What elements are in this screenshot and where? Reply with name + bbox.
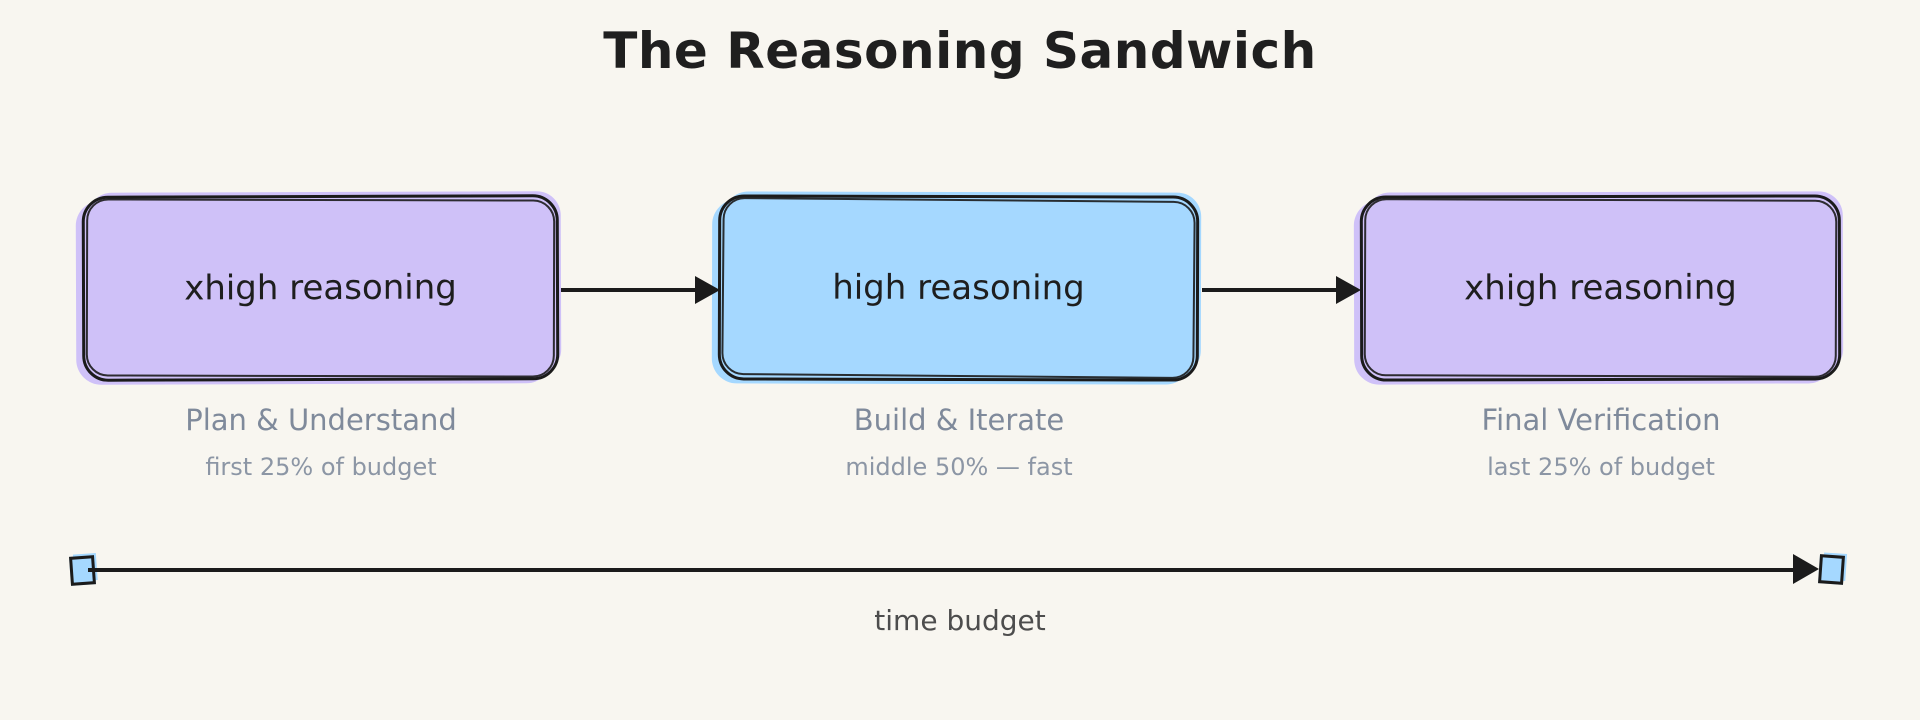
arrow-build-to-verify (1202, 276, 1361, 304)
arrow-plan-to-build (561, 276, 720, 304)
timeline-axis (88, 568, 1798, 572)
stage-subcaption-build: middle 50% — fast (845, 453, 1073, 481)
stage-box-verify-label: xhigh reasoning (1464, 267, 1737, 309)
stage-box-build: high reasoning (717, 194, 1200, 382)
stage-box-plan: xhigh reasoning (81, 194, 560, 382)
diagram-title: The Reasoning Sandwich (603, 22, 1317, 80)
timeline-label: time budget (874, 604, 1046, 637)
stage-box-verify: xhigh reasoning (1359, 194, 1842, 382)
timeline-arrowhead-icon (1793, 554, 1819, 584)
arrowhead-right-icon (1336, 276, 1361, 304)
timeline-end-square-icon (1818, 554, 1845, 585)
stage-box-build-label: high reasoning (832, 267, 1085, 309)
stage-caption-verify: Final Verification (1481, 403, 1721, 437)
stage-subcaption-verify: last 25% of budget (1487, 453, 1715, 481)
stage-caption-plan: Plan & Understand (185, 403, 457, 437)
stage-box-plan-label: xhigh reasoning (184, 267, 457, 309)
arrowhead-right-icon (695, 276, 720, 304)
stage-caption-build: Build & Iterate (853, 403, 1065, 437)
stage-subcaption-plan: first 25% of budget (205, 453, 437, 481)
